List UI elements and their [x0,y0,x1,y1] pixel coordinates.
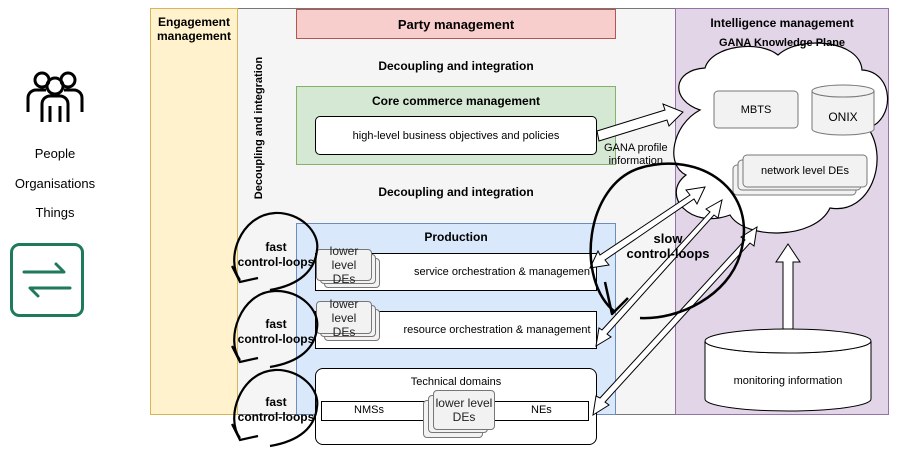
onix-db: ONIX [828,110,858,124]
left-label-organisations: Organisations [14,176,96,191]
intelligence-title: Intelligence management [710,16,854,30]
left-label-things: Things [35,205,75,220]
people-group-icon [22,66,88,126]
nms-label: NMSs [354,404,384,416]
technical-title: Technical domains [410,376,502,388]
mbts-box: MBTS [740,103,772,116]
engagement-title-line2: management [156,29,232,43]
nes-label: NEs [531,404,552,416]
production-title: Production [424,230,488,244]
party-title: Party management [397,16,515,32]
network-level-des: network level DEs [760,165,850,177]
monitoring-information-db: monitoring information [733,375,843,387]
engagement-title-line1: Engagement [157,15,230,29]
service-label: service orchestration & managemen [413,266,591,278]
objectives-box: high-level business objectives and polic… [315,116,597,155]
exchange-arrows-icon [10,243,84,317]
left-label-people: People [34,146,76,161]
knowledge-plane-cloud [673,42,889,234]
core-title: Core commerce management [371,94,541,108]
resource-label: resource orchestration & management [403,324,591,336]
gana-knowledge-plane-label: GANA Knowledge Plane [718,37,846,49]
objectives-label: high-level business objectives and polic… [352,129,560,142]
decoupling-top-label: Decoupling and integration [378,59,534,73]
party-management-box: Party management [296,9,616,39]
decoupling-middle-label: Decoupling and integration [378,185,534,199]
engagement-management-panel: Engagement management [150,8,238,415]
